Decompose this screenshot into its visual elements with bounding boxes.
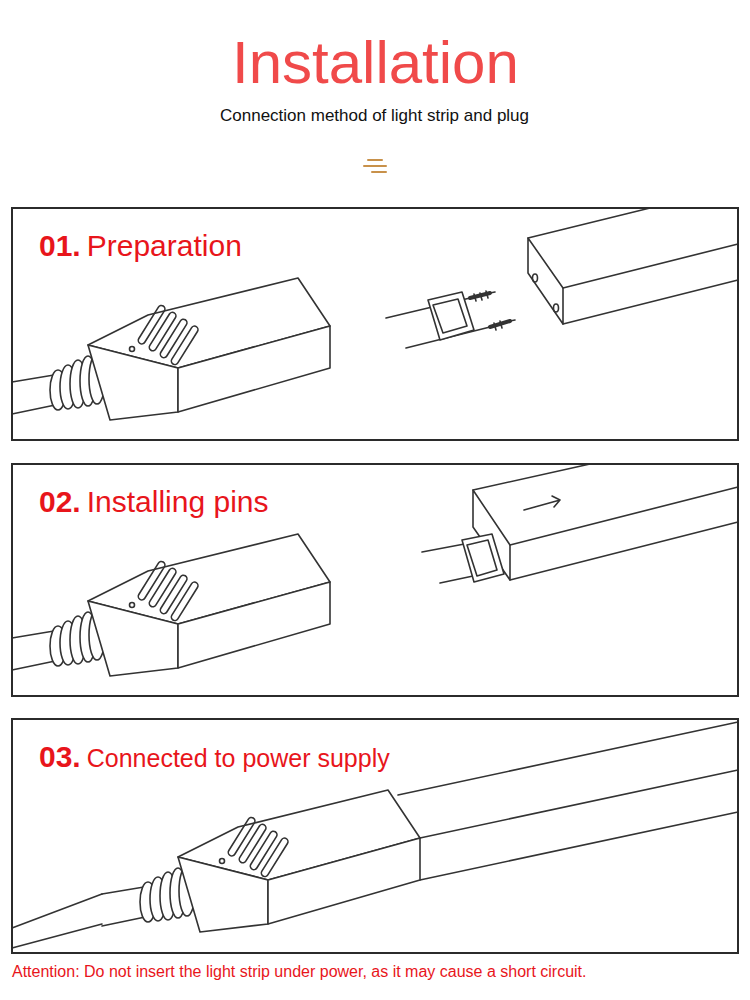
step-heading: 03.Connected to power supply bbox=[39, 740, 390, 774]
plug-drawing bbox=[12, 278, 330, 420]
pin-connector bbox=[422, 534, 504, 583]
light-strip bbox=[398, 722, 738, 880]
plug-drawing bbox=[12, 534, 330, 676]
page-title: Installation bbox=[232, 28, 519, 97]
subtitle: Connection method of light strip and plu… bbox=[220, 106, 529, 126]
step-number: 03. bbox=[39, 740, 81, 773]
attention-note: Attention: Do not insert the light strip… bbox=[12, 963, 587, 981]
step-title: Preparation bbox=[87, 229, 242, 262]
light-strip bbox=[473, 464, 738, 580]
step-panel: 01.Preparation bbox=[11, 207, 739, 441]
step-title: Connected to power supply bbox=[87, 744, 390, 772]
pin-connector bbox=[386, 291, 515, 348]
step-number: 01. bbox=[39, 229, 81, 262]
ornament-icon bbox=[364, 160, 386, 172]
step-panel: 02.Installing pins bbox=[11, 463, 739, 697]
light-strip bbox=[528, 208, 738, 324]
step-heading: 01.Preparation bbox=[39, 229, 242, 263]
step-heading: 02.Installing pins bbox=[39, 485, 269, 519]
step-title: Installing pins bbox=[87, 485, 269, 518]
plug-drawing bbox=[102, 790, 420, 932]
step-panel: 03.Connected to power supply bbox=[11, 718, 739, 954]
step-number: 02. bbox=[39, 485, 81, 518]
